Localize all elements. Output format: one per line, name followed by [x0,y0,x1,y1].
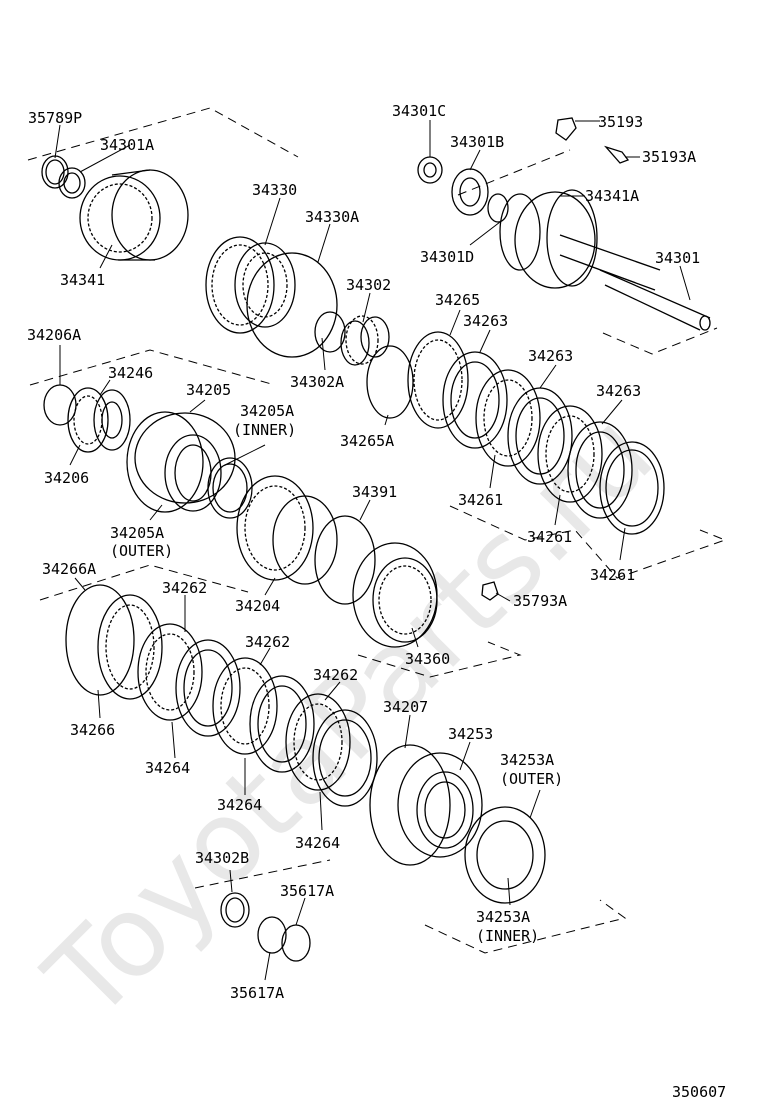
part-label: 35193 [598,113,643,131]
part-label: 34263 [596,382,641,400]
part-label: 34301B [450,133,504,151]
part-label: 35193A [642,148,696,166]
part-label: 34301A [100,136,154,154]
part-label: 34206 [44,469,89,487]
part-label: 34266 [70,721,115,739]
leader-lines [54,120,691,981]
part-drawings [41,117,711,962]
part-label: 34261 [527,528,572,546]
part-label: 35617A [230,984,284,1002]
part-label: (INNER) [476,927,539,945]
part-label: 34253 [448,725,493,743]
part-label: 34330 [252,181,297,199]
part-label: 34302A [290,373,344,391]
part-label: 34253A [500,751,554,769]
part-label: 34262 [245,633,290,651]
part-label: 34266A [42,560,96,578]
part-label: 34265 [435,291,480,309]
figure-number: 350607 [672,1083,726,1101]
part-label: 34262 [313,666,358,684]
part-label: (INNER) [233,421,296,439]
part-label: 34204 [235,597,280,615]
part-label: 34264 [217,796,262,814]
part-label: 34341A [585,187,639,205]
part-label: 34205 [186,381,231,399]
part-label: 34205A [110,524,164,542]
part-label: (OUTER) [110,542,173,560]
part-label: 35789P [28,109,82,127]
part-label: 34341 [60,271,105,289]
part-label: 34206A [27,326,81,344]
part-label: 34264 [145,759,190,777]
part-label: 34264 [295,834,340,852]
part-label: 34205A [240,402,294,420]
part-label: 34207 [383,698,428,716]
part-label: 34301 [655,249,700,267]
part-label: 34302 [346,276,391,294]
group-frames [27,107,727,954]
part-label: 34262 [162,579,207,597]
part-label: (OUTER) [500,770,563,788]
watermark: ToyotaParts.ru [21,388,677,1044]
part-label: 34301D [420,248,474,266]
part-label: 34246 [108,364,153,382]
part-label: 34263 [463,312,508,330]
part-label: 34330A [305,208,359,226]
part-label: 34302B [195,849,249,867]
part-label: 34265A [340,432,394,450]
part-label: 34360 [405,650,450,668]
part-label: 34261 [458,491,503,509]
part-label: 34253A [476,908,530,926]
part-label: 34301C [392,102,446,120]
part-labels: 35789P 34301A 34341 34330 34330A 34302 3… [27,102,700,1002]
part-label: 35793A [513,592,567,610]
part-label: 35617A [280,882,334,900]
part-label: 34261 [590,566,635,584]
part-label: 34391 [352,483,397,501]
part-label: 34263 [528,347,573,365]
